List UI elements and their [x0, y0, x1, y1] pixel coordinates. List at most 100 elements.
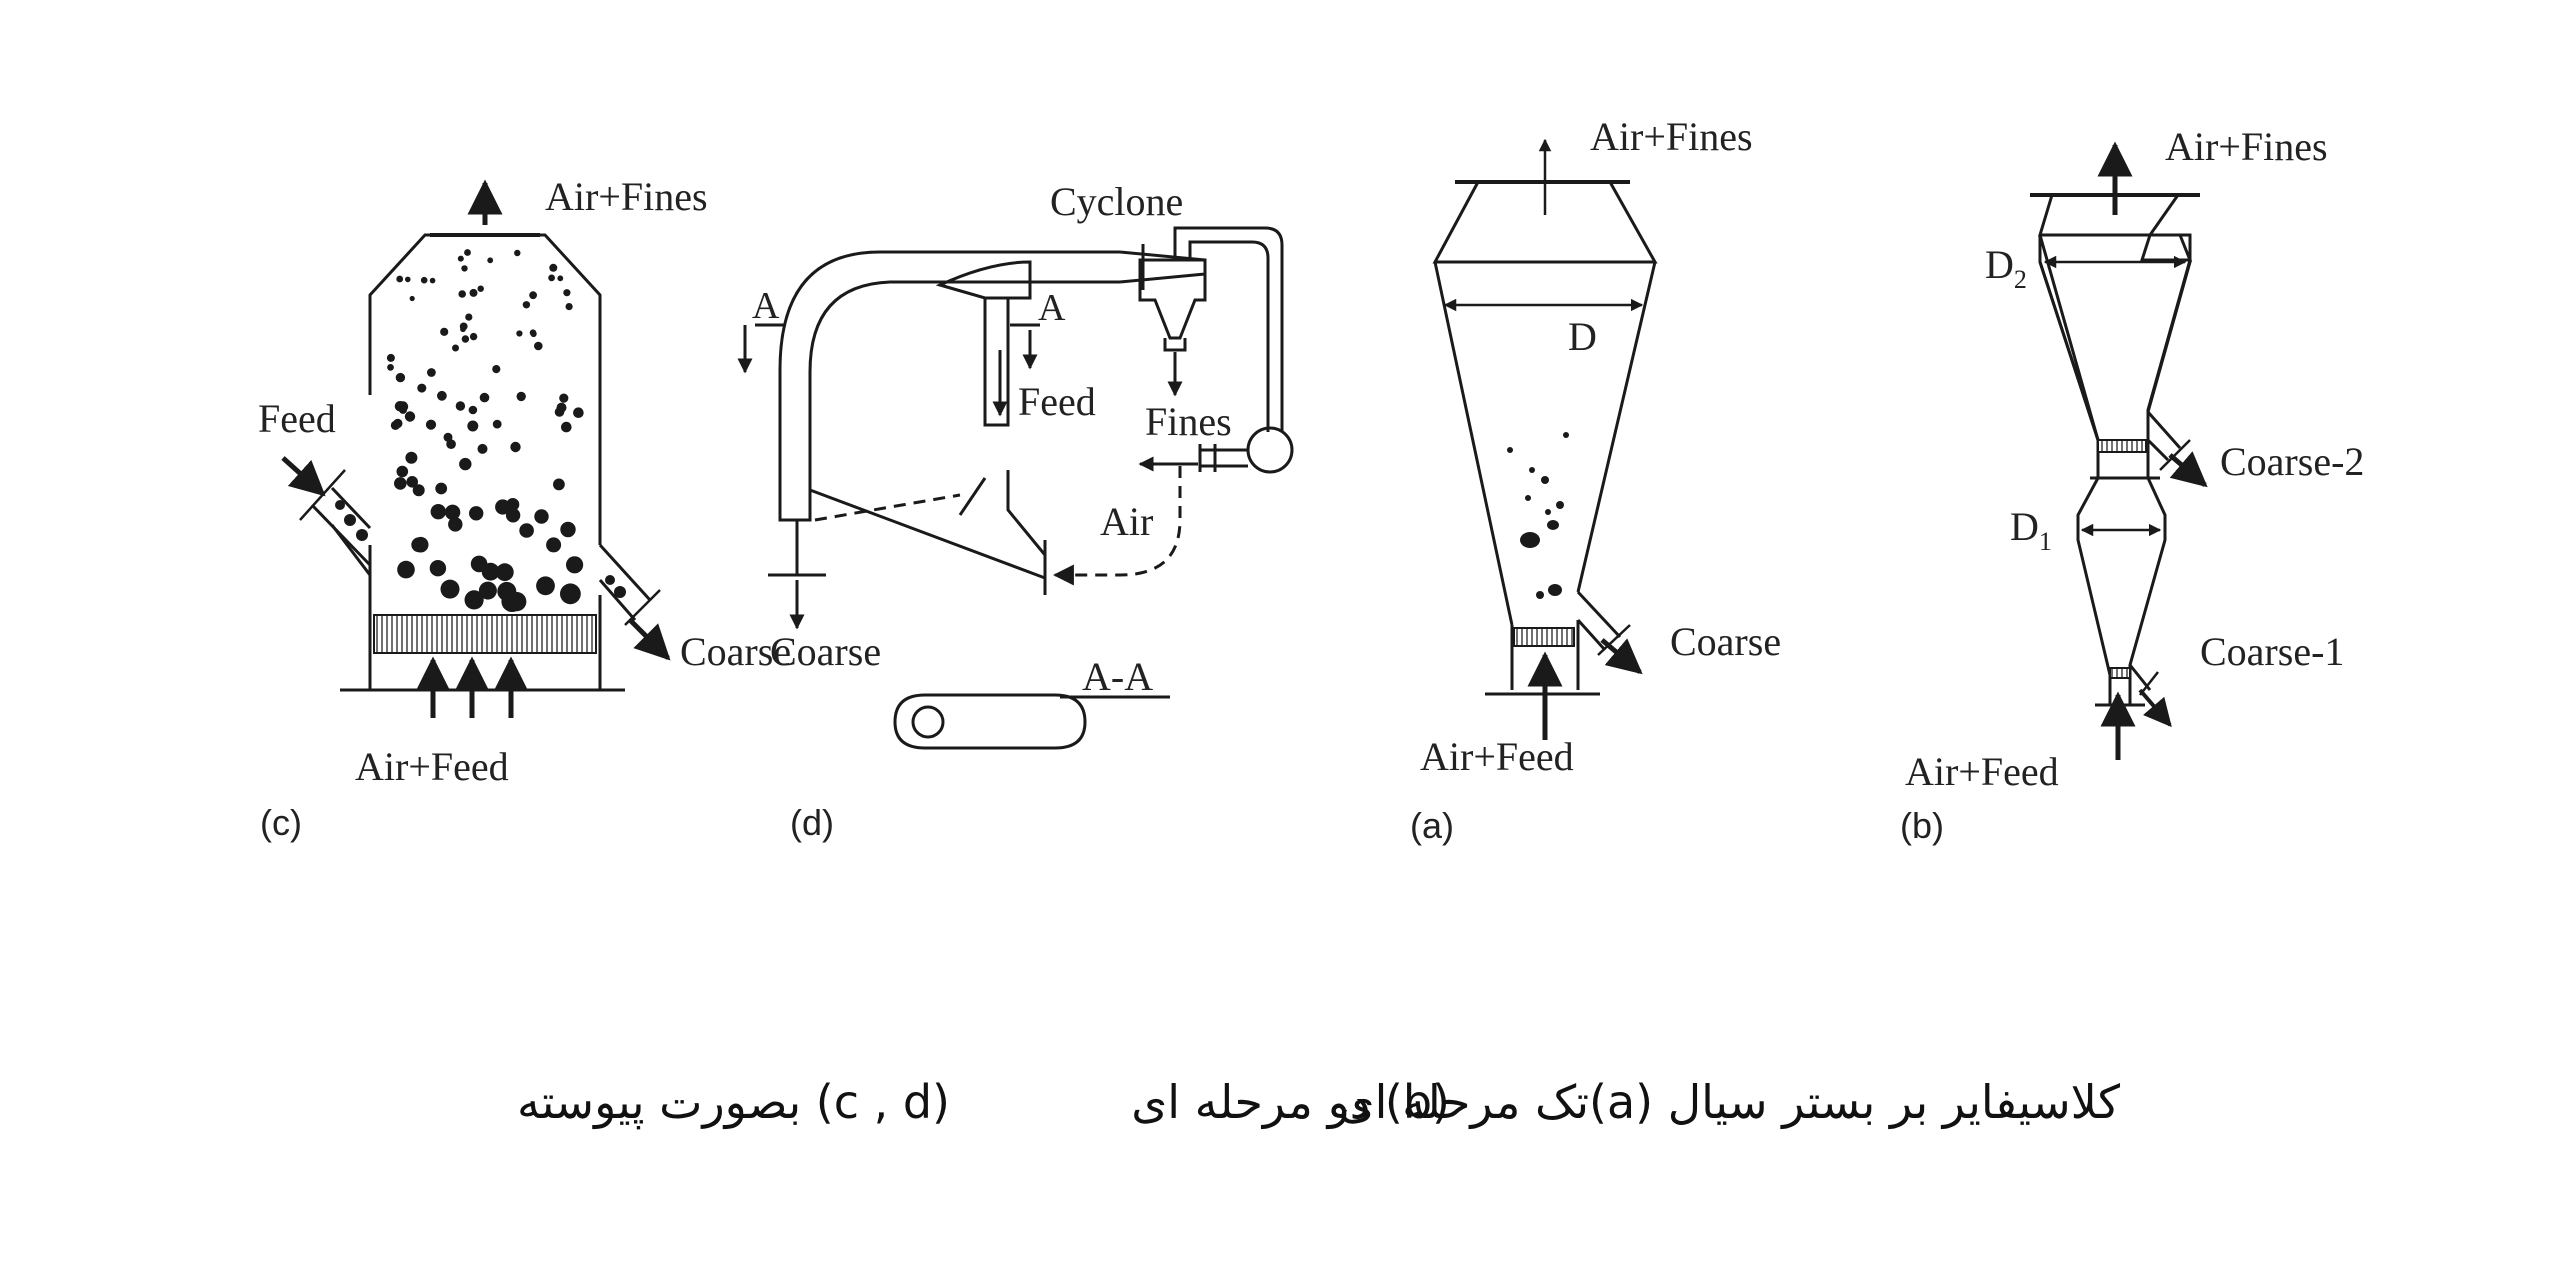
particle: [394, 477, 407, 490]
caption-single-stage: کلاسیفایر بر بستر سیال (a)تک مرحله ای: [1338, 1075, 2120, 1129]
particle: [605, 575, 615, 585]
particle: [492, 365, 501, 374]
particle: [1536, 591, 1544, 599]
particle: [1548, 584, 1562, 596]
particle: [469, 288, 478, 297]
panel-b-d1-label: D1: [2010, 504, 2052, 556]
particle: [417, 383, 427, 393]
panel-b-lower-distributor: [2109, 667, 2131, 679]
particle: [420, 276, 428, 284]
particle: [394, 401, 406, 412]
particle: [458, 290, 467, 298]
particle: [469, 332, 478, 341]
particle: [440, 579, 460, 599]
caption-continuous: (c , d) بصورت پیوسته: [516, 1075, 950, 1129]
particle: [356, 529, 368, 541]
particle: [405, 276, 411, 283]
particle: [412, 484, 425, 497]
particle: [1520, 532, 1540, 548]
particle: [430, 504, 446, 520]
particle: [479, 392, 490, 403]
panel-b-air-feed-label: Air+Feed: [1905, 749, 2059, 794]
panel-d-section-aa-label: A-A: [1082, 654, 1153, 699]
particle: [461, 335, 470, 343]
panel-d-fines-label: Fines: [1145, 399, 1232, 444]
panel-c-air-feed-label: Air+Feed: [355, 744, 509, 789]
panel-b-d2-label: D2: [1985, 242, 2027, 294]
particle: [553, 478, 565, 491]
particle: [469, 506, 484, 521]
panel-d-classifier-body: [808, 470, 1047, 580]
particle: [1547, 520, 1559, 530]
panel-d-cyclone-label: Cyclone: [1050, 179, 1183, 224]
particle: [455, 401, 466, 411]
particle: [457, 255, 464, 262]
panel-c-particles: [335, 249, 626, 613]
panel-c-coarse-pipe: [598, 543, 652, 621]
panel-c-feed-label: Feed: [258, 396, 336, 441]
panel-d-fan: [1246, 426, 1294, 474]
panel-c-feed-pipe: [310, 486, 372, 567]
panel-a-coarse-label: Coarse: [1670, 619, 1781, 664]
particle: [497, 581, 517, 601]
panel-a-tag: (a): [1410, 805, 1454, 846]
particle: [546, 537, 562, 553]
particle: [409, 295, 415, 302]
particle: [548, 274, 555, 282]
particle: [560, 521, 576, 538]
particle: [395, 372, 406, 383]
particle: [386, 353, 395, 362]
panel-a-diameter-label: D: [1568, 314, 1597, 359]
particle: [559, 393, 569, 403]
panel-c-fluidized-bed: [281, 179, 671, 718]
particle: [404, 411, 416, 422]
panel-d-coarse-label: Coarse: [770, 629, 881, 674]
particle: [459, 457, 472, 471]
particle: [561, 421, 572, 433]
panel-c-air-fines-label: Air+Fines: [545, 174, 708, 219]
particle: [514, 249, 521, 257]
particle: [557, 275, 564, 282]
panel-b-air-fines-label: Air+Fines: [2165, 124, 2328, 169]
particle: [505, 508, 521, 523]
particle: [460, 326, 466, 333]
panel-a-coarse-pipe: [1576, 590, 1622, 652]
panel-b-coarse2-label: Coarse-2: [2220, 439, 2364, 484]
panel-a-vessel-outline: [1432, 181, 1658, 690]
particle: [468, 405, 478, 415]
particle: [396, 465, 409, 478]
panel-a-coarse-arrow: [1600, 638, 1643, 675]
particle: [465, 313, 473, 321]
panel-d-section-aa-shape: [893, 693, 1087, 750]
particle: [461, 265, 468, 272]
particle: [529, 291, 537, 300]
particle: [1529, 467, 1535, 473]
particle: [387, 364, 394, 371]
particle: [396, 275, 404, 283]
particle: [1545, 509, 1551, 515]
particle: [437, 390, 447, 401]
particle: [481, 562, 500, 581]
particle: [510, 441, 521, 453]
particle: [467, 420, 479, 432]
panel-d-cyclone: [1138, 258, 1207, 340]
particle: [560, 583, 581, 605]
particle: [444, 504, 461, 520]
panel-b-coarse2-arrow: [2168, 451, 2208, 488]
particle: [1563, 432, 1569, 438]
particle: [519, 523, 534, 538]
particle: [397, 560, 415, 579]
panel-d-air-label: Air: [1100, 499, 1153, 544]
panel-b-upper-distributor: [2097, 439, 2147, 453]
particle: [487, 257, 494, 264]
particle: [549, 263, 558, 272]
particle: [429, 277, 436, 284]
panel-d-air-path: [814, 493, 961, 522]
particle: [452, 344, 459, 352]
particle: [429, 560, 447, 577]
particle: [464, 249, 471, 256]
particle: [534, 509, 549, 524]
particle: [1525, 495, 1531, 501]
particle: [492, 419, 502, 429]
